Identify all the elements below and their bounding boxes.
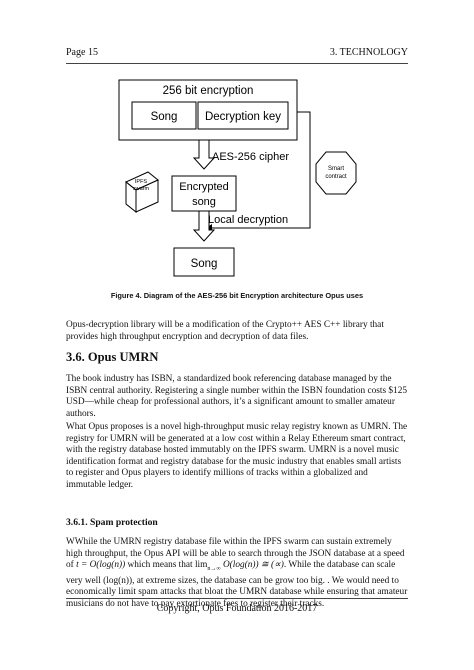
- song-output-box: [173, 247, 235, 277]
- encrypted-song-box: [171, 175, 237, 212]
- running-header-section: 3. TECHNOLOGY: [329, 47, 408, 58]
- decryption-key-label: Decryption key: [205, 111, 281, 123]
- song-output-label: Song: [191, 258, 218, 270]
- smart-contract-line2: contract: [325, 174, 347, 180]
- footer-rule: [66, 598, 408, 599]
- figure-caption: Figure 4. Diagram of the AES-256 bit Enc…: [110, 291, 364, 300]
- section-heading-umrn: 3.6. Opus UMRN: [66, 350, 159, 364]
- outer-box-label: 256 bit encryption: [163, 85, 254, 97]
- paragraph-umrn-proposal: What Opus proposes is a novel high-throu…: [66, 422, 408, 490]
- spam-text-part3: . While the database can scale very well…: [66, 560, 408, 609]
- ipfs-swarm-cube: IPFS swarm: [125, 171, 159, 214]
- local-decryption-connector: [212, 111, 311, 229]
- ipfs-label-line2: swarm: [133, 186, 150, 192]
- encrypted-box-line1: Encrypted: [179, 181, 229, 193]
- ipfs-label-line1: IPFS: [135, 179, 148, 185]
- page-number: Page 15: [66, 47, 98, 58]
- page-footer: Copyright, Opus Foundation 2016-2017: [156, 603, 318, 614]
- spam-text-part1: WWhile the UMRN registry database file w…: [66, 537, 405, 571]
- paragraph-decryption-library: Opus-decryption library will be a modifi…: [66, 320, 384, 342]
- encrypted-box-line2: song: [192, 196, 216, 208]
- local-decryption-label: Local decryption: [208, 214, 288, 226]
- cipher-arrow: [192, 139, 216, 170]
- song-input-label: Song: [151, 111, 178, 123]
- header-rule: [66, 63, 408, 64]
- math-limit-expression: O(log(n)) ≅ (∝): [220, 560, 284, 571]
- smart-contract-octagon: Smart contract: [315, 151, 357, 195]
- paragraph-spam-protection: WWhile the UMRN registry database file w…: [66, 537, 408, 610]
- math-limit-subscript: n→∞: [207, 566, 221, 573]
- smart-contract-line1: Smart: [328, 166, 344, 172]
- decryption-key-box: [197, 101, 289, 130]
- math-complexity: t = O(log(n)): [76, 560, 126, 571]
- paragraph-isbn: The book industry has ISBN, a standardiz…: [66, 374, 408, 419]
- spam-text-part2: which means that: [125, 560, 195, 571]
- math-limit: lim: [194, 560, 208, 571]
- cipher-arrow-label: AES-256 cipher: [212, 151, 289, 163]
- song-input-box: [131, 101, 197, 130]
- encryption-architecture-diagram: 256 bit encryption Song Decryption key A…: [118, 79, 357, 277]
- subsection-heading-spam: 3.6.1. Spam protection: [66, 517, 158, 528]
- decryption-arrow: [192, 210, 216, 242]
